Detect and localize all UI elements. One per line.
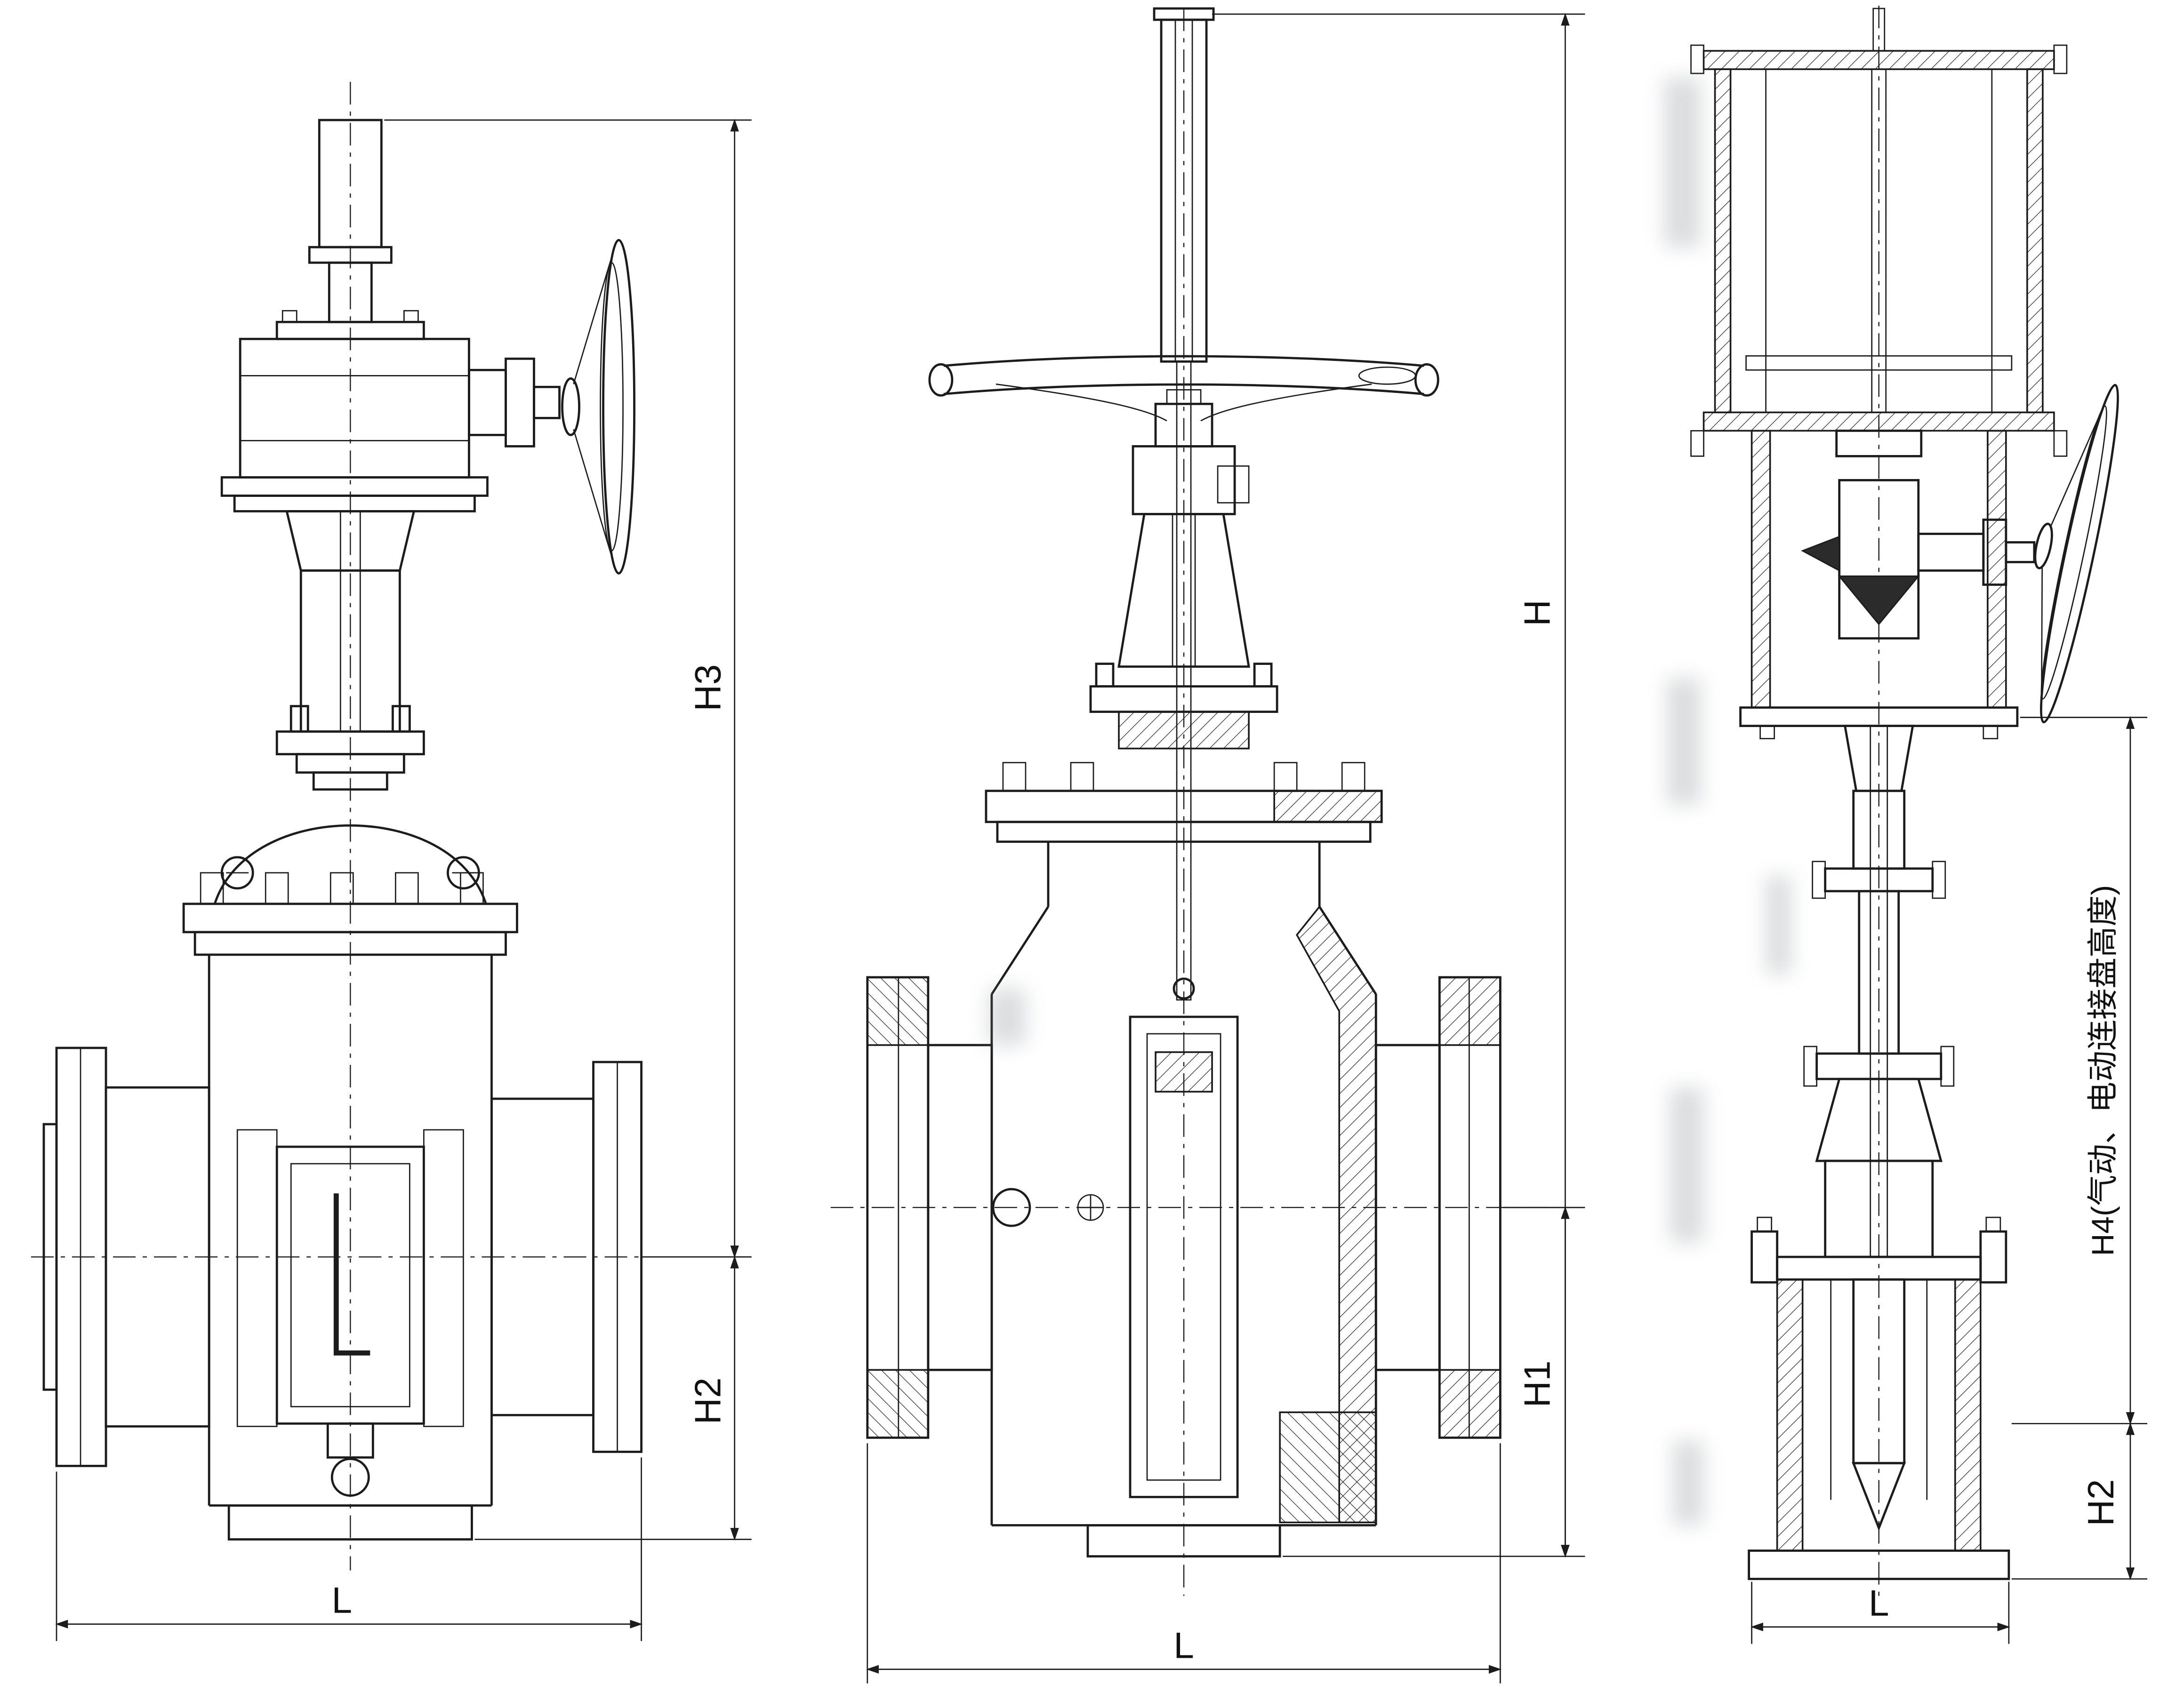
middle-inlet-flange <box>866 976 993 1439</box>
dim-label-h2-left: H2 <box>687 1377 729 1424</box>
left-input-shaft <box>468 357 561 447</box>
left-body-flange <box>182 872 518 956</box>
dim-label-h4: H4(气动、电动连接盘高度) <box>2085 885 2120 1256</box>
right-yoke-frame <box>1739 429 2036 740</box>
left-handwheel <box>561 239 635 575</box>
left-inlet-flange <box>42 1047 210 1467</box>
middle-outlet-flange <box>1374 976 1502 1439</box>
left-gate-internals <box>236 1129 464 1497</box>
middle-bonnet-flange <box>985 762 1383 843</box>
right-valve-view <box>1690 6 2119 1602</box>
middle-stuffing-box <box>1089 663 1278 750</box>
dim-label-l-right: L <box>1869 1582 1889 1623</box>
left-valve-view <box>31 82 664 1571</box>
left-gearbox <box>220 310 489 512</box>
dim-label-h2-right: H2 <box>2080 1479 2121 1526</box>
right-gate-wedge <box>1852 1462 1906 1531</box>
middle-yoke <box>1117 445 1250 668</box>
middle-gate-internals <box>992 360 1239 1498</box>
right-pneumatic-cylinder <box>1690 8 2068 457</box>
middle-valve-view <box>830 7 1549 1596</box>
right-bevel-gear <box>1838 575 1920 625</box>
dim-label-h: H <box>1516 599 1558 626</box>
dim-label-l-middle: L <box>1173 1625 1194 1666</box>
dim-label-h3: H3 <box>687 664 729 711</box>
right-dimensions: H4(气动、电动连接盘高度) H2 L <box>1750 716 2147 1644</box>
dim-label-l-left: L <box>332 1579 352 1621</box>
middle-dimensions: H H1 L <box>866 13 1585 1684</box>
left-dimensions: H3 H2 L <box>55 119 752 1641</box>
scan-smudges <box>988 78 1791 1526</box>
dim-label-h1: H1 <box>1516 1360 1558 1407</box>
right-stem-column <box>1803 725 1955 1258</box>
middle-handwheel <box>928 355 1439 447</box>
right-handwheel <box>2034 384 2119 724</box>
right-valve-body <box>1748 1216 2010 1580</box>
